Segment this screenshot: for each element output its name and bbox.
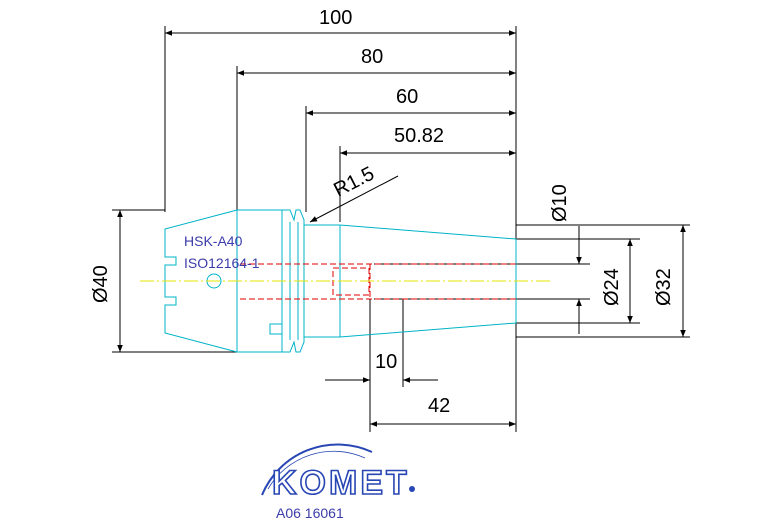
key-slot — [269, 323, 283, 335]
dim-text-dia10: Ø10 — [549, 184, 571, 222]
label-iso: ISO12164-1 — [184, 255, 260, 271]
dim-text-dia32: Ø32 — [653, 268, 675, 306]
komet-logo: KOMET A06 16061 — [261, 443, 415, 521]
dim-text-dia24: Ø24 — [601, 268, 623, 306]
logo-dot-icon — [409, 486, 415, 492]
dimension-lines — [117, 30, 686, 427]
part-labels: HSK-A40 ISO12164-1 — [184, 233, 260, 271]
dimension-texts: 100 80 60 50.82 R1.5 Ø40 Ø10 Ø24 Ø32 10 … — [90, 7, 675, 417]
logo-arc-inner-icon — [267, 450, 366, 490]
dim-text-50-82: 50.82 — [394, 125, 444, 147]
logo-arc-icon — [261, 443, 373, 496]
dim-text-100: 100 — [319, 7, 352, 29]
label-standard: HSK-A40 — [184, 233, 243, 249]
dim-text-10: 10 — [375, 351, 397, 373]
radius-leader — [309, 175, 399, 223]
dim-text-80: 80 — [361, 46, 383, 68]
dim-text-42: 42 — [428, 395, 450, 417]
dim-text-60: 60 — [396, 86, 418, 108]
logo-brand: KOMET — [272, 464, 410, 502]
logo-part-number: A06 16061 — [276, 505, 344, 521]
dim-text-dia40: Ø40 — [90, 265, 112, 303]
dim-text-radius: R1.5 — [330, 163, 378, 202]
